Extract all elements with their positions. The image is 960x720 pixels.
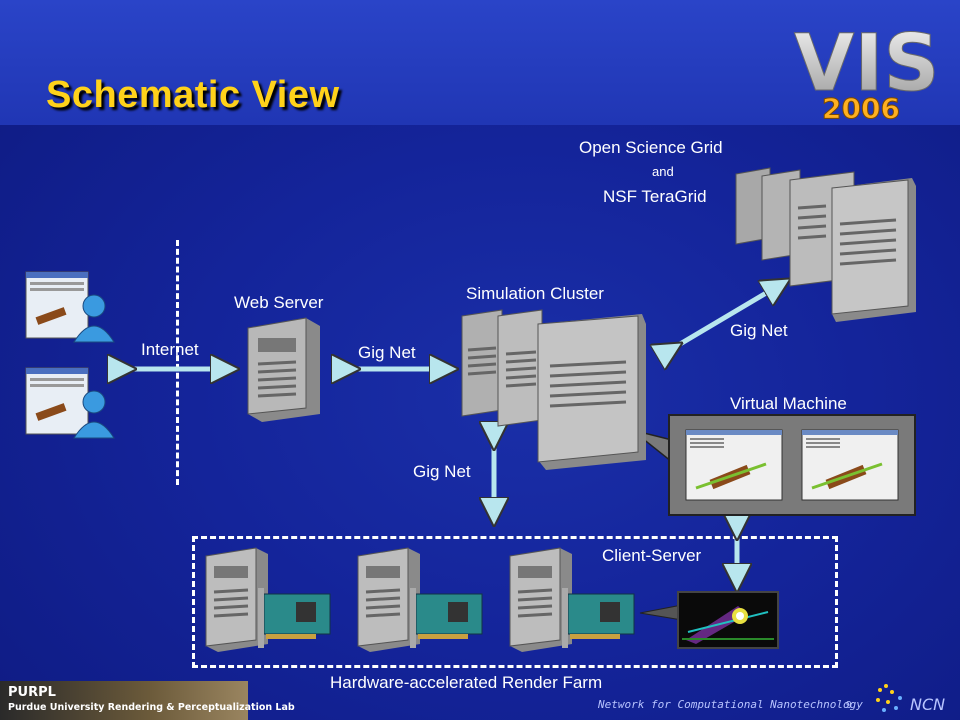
gig-net-grid-label: Gig Net [730, 321, 788, 340]
purpl-label: PURPL [8, 685, 56, 700]
gpu-card-icon [258, 588, 331, 648]
render-farm-label: Hardware-accelerated Render Farm [330, 673, 603, 692]
grid-cluster-icon [735, 167, 916, 322]
header-band [0, 0, 960, 125]
virtual-machine-panel [668, 414, 916, 516]
render-node-3 [509, 547, 635, 652]
gig-net-web-label: Gig Net [358, 343, 416, 362]
user-client-1 [25, 271, 115, 343]
web-server-label: Web Server [234, 293, 324, 312]
page-number: 9 [846, 700, 852, 711]
grid-label-line2: NSF TeraGrid [603, 187, 707, 206]
cluster-grid-arrow [670, 286, 778, 350]
render-output-screen [677, 591, 779, 649]
ncn-logo: NCN [876, 684, 945, 714]
render-callout-pointer [639, 604, 683, 621]
web-server-icon [247, 317, 320, 422]
purpl-lab-banner: PURPL Purdue University Rendering & Perc… [0, 681, 295, 720]
internet-label: Internet [141, 340, 199, 359]
vis-logo-year: 2006 [822, 92, 900, 125]
ncn-footer-text: Network for Computational Nanotechnology [598, 698, 863, 711]
purpl-full-name: Purdue University Rendering & Perceptual… [8, 702, 295, 713]
vis-logo-text: VIS [794, 19, 940, 109]
gpu-card-icon [562, 588, 635, 648]
ncn-logo-text: NCN [910, 695, 945, 714]
vis-2006-logo: VIS 2006 [794, 19, 941, 126]
simulation-cluster-label: Simulation Cluster [466, 284, 604, 303]
gig-net-render-label: Gig Net [413, 462, 471, 481]
person-icon [82, 294, 106, 318]
virtual-machine-label: Virtual Machine [730, 394, 847, 413]
simulation-cluster-icon [461, 309, 646, 470]
vm-screen-2 [801, 429, 899, 501]
render-farm-boundary [192, 536, 838, 668]
render-node-2 [357, 547, 483, 652]
user-client-2 [25, 367, 115, 439]
grid-label-and: and [652, 164, 674, 179]
slide-title: Schematic View [46, 74, 340, 116]
person-icon [82, 390, 106, 414]
render-node-1 [205, 547, 331, 652]
grid-label-line1: Open Science Grid [579, 138, 723, 157]
client-server-label: Client-Server [602, 546, 702, 565]
vm-screen-1 [685, 429, 783, 501]
gpu-card-icon [410, 588, 483, 648]
